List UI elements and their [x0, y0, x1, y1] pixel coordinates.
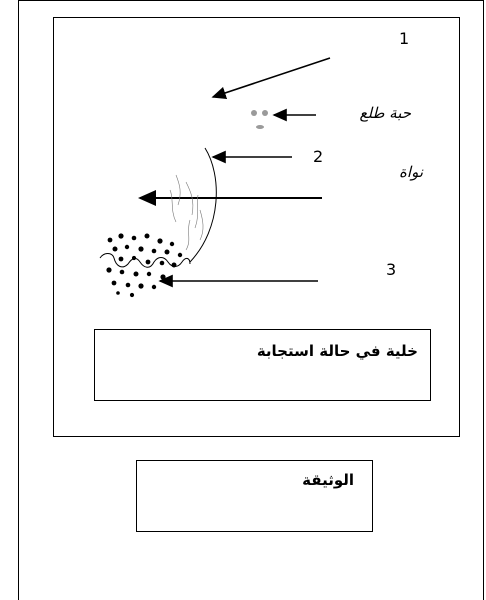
label-pollen-grain: حبة طلع	[359, 104, 412, 122]
label-3: 3	[386, 260, 397, 279]
membrane	[99, 253, 191, 268]
label-2: 2	[313, 147, 324, 166]
document-caption-box: الوثيقة	[136, 460, 373, 532]
cell-state-caption-box: خلية في حالة استجابة	[94, 329, 431, 401]
figure-box	[53, 17, 460, 437]
document-caption: الوثيقة	[302, 471, 354, 489]
label-nucleus: نواة	[399, 163, 423, 181]
page-frame	[18, 0, 484, 600]
granules	[106, 233, 183, 298]
label-1: 1	[399, 29, 410, 48]
arrow-1	[211, 57, 331, 100]
cell-wall	[189, 147, 217, 263]
pollen-grain	[251, 110, 268, 129]
cell-state-caption: خلية في حالة استجابة	[256, 342, 418, 360]
cytoplasm-strands	[169, 174, 204, 251]
